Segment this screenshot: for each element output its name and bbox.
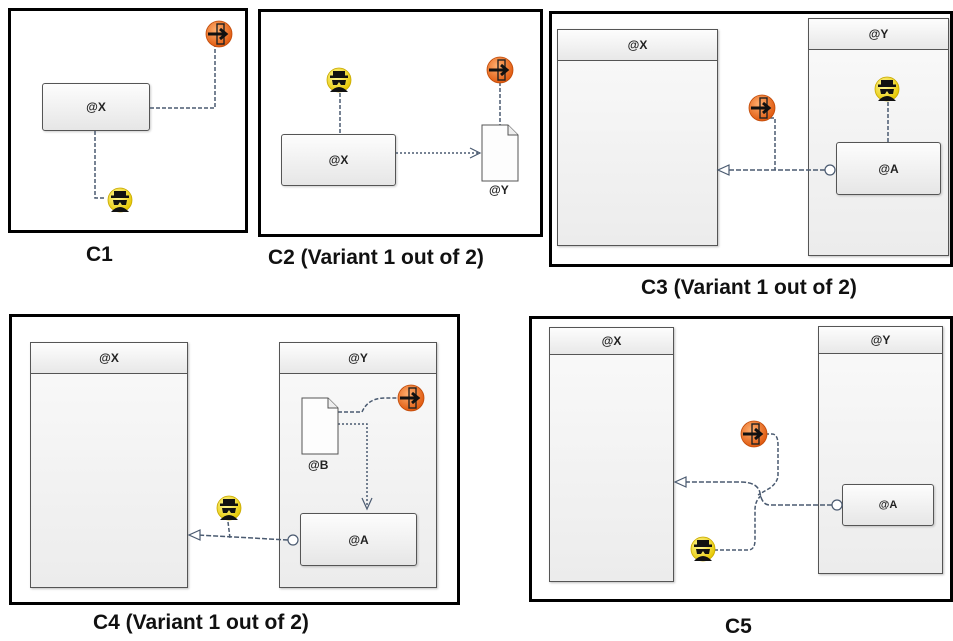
c4-b-label: @B: [308, 458, 329, 472]
c3-x-class-header: @X: [558, 30, 717, 61]
c1-x-box[interactable]: @X: [42, 83, 150, 131]
c5-caption: C5: [725, 615, 752, 638]
c3-exit-connector: [770, 117, 776, 170]
c4-exit-connector: [338, 397, 398, 413]
c3-caption: C3 (Variant 1 out of 2): [641, 276, 857, 299]
c4-a-box[interactable]: @A: [300, 513, 417, 566]
black-hat-actor-icon: [690, 536, 716, 562]
c1-caption: C1: [86, 243, 113, 266]
exit-icon: [739, 419, 769, 449]
c3-y-class[interactable]: @Y: [808, 18, 949, 256]
c4-usage-connector: [197, 534, 289, 541]
c2-caption: C2 (Variant 1 out of 2): [268, 246, 484, 269]
c5-exit-connector: [757, 433, 779, 496]
c4-caption: C4 (Variant 1 out of 2): [93, 611, 309, 634]
c2-x-box[interactable]: @X: [281, 134, 396, 186]
c2-frame: [258, 9, 543, 237]
c4-actor-connector: [227, 521, 231, 539]
c3-a-box[interactable]: @A: [836, 142, 941, 195]
c5-actor-connector: [714, 494, 763, 551]
c5-x-class[interactable]: @X: [549, 327, 674, 582]
c3-y-class-header: @Y: [809, 19, 948, 50]
c5-y-class[interactable]: @Y: [818, 326, 943, 574]
c4-x-class[interactable]: @X: [30, 342, 188, 588]
c1-actor-connector: [94, 131, 106, 199]
c5-y-class-header: @Y: [819, 327, 942, 354]
c4-y-class-header: @Y: [280, 343, 436, 374]
c3-x-class[interactable]: @X: [557, 29, 718, 246]
c5-x-class-header: @X: [550, 328, 673, 355]
c5-usage-connector: [684, 481, 832, 506]
c2-y-label: @Y: [489, 183, 509, 197]
c4-dependency: [338, 423, 368, 505]
c4-x-class-header: @X: [31, 343, 187, 374]
c5-a-box[interactable]: @A: [842, 484, 934, 526]
